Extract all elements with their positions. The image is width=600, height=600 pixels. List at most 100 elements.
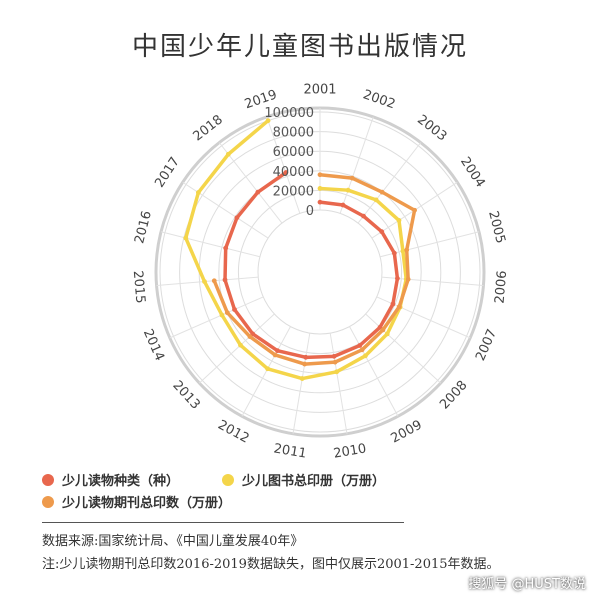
watermark: 搜狐号 @HUST数说 <box>468 577 586 592</box>
category-label: 2007 <box>473 327 500 363</box>
category-label: 2018 <box>191 112 226 144</box>
category-label: 2006 <box>493 270 511 304</box>
category-label: 2009 <box>389 418 425 447</box>
grid-spoke <box>169 296 264 339</box>
legend-swatch <box>222 473 234 486</box>
grid-ring <box>257 209 383 335</box>
series-layer <box>183 118 417 381</box>
series-line <box>223 170 400 360</box>
category-label: 2002 <box>361 87 397 112</box>
data-point <box>183 235 189 241</box>
category-label: 2015 <box>130 270 148 304</box>
category-label: 2012 <box>215 418 251 447</box>
data-point <box>303 354 309 360</box>
legend-item-book-prints[interactable]: 少儿图书总印册（万册） <box>222 470 385 489</box>
grid-spoke <box>329 333 348 434</box>
data-point <box>265 118 271 124</box>
category-label: 2011 <box>272 441 307 460</box>
data-point <box>391 250 397 256</box>
data-point <box>283 170 289 175</box>
radial-tick-label: 80000 <box>273 126 314 141</box>
legend-label: 少儿读物种类（种） <box>62 474 180 489</box>
divider <box>42 522 404 523</box>
data-point <box>247 334 253 339</box>
data-point <box>317 172 323 178</box>
grid-spoke <box>199 313 275 384</box>
data-point <box>225 151 231 157</box>
category-label: 2003 <box>414 112 449 144</box>
data-point <box>232 307 237 312</box>
radial-tick-label: 60000 <box>273 145 314 160</box>
data-point <box>195 190 201 195</box>
data-point <box>340 202 346 208</box>
grid-spoke <box>357 142 422 224</box>
legend-label: 少儿图书总印册（万册） <box>242 474 386 489</box>
data-point <box>334 369 340 375</box>
category-label: 2004 <box>457 155 488 191</box>
data-point <box>275 348 280 354</box>
source-note: 数据来源:国家统计局、《中国儿童发展40年》 <box>42 534 304 549</box>
data-point <box>405 276 411 282</box>
grid-spoke <box>241 326 291 417</box>
chart-title: 中国少年儿童图书出版情况 <box>131 32 468 62</box>
grid-spoke <box>160 231 261 258</box>
data-point <box>412 207 417 213</box>
data-point <box>299 376 305 381</box>
data-point <box>219 312 225 318</box>
legend-swatch <box>42 495 54 508</box>
data-point <box>255 189 261 195</box>
data-point <box>404 247 410 253</box>
data-point <box>317 186 323 191</box>
data-point <box>362 353 368 359</box>
data-point <box>272 352 278 358</box>
data-point <box>395 276 400 281</box>
category-label: 2017 <box>152 155 183 191</box>
legend-item-periodical-prints[interactable]: 少儿读物期刊总印数（万册） <box>42 492 231 511</box>
data-point <box>224 310 230 316</box>
data-point <box>359 347 365 353</box>
data-point <box>380 327 386 333</box>
category-label: 2014 <box>140 327 167 363</box>
data-point <box>379 189 385 195</box>
data-point <box>223 245 229 251</box>
data-point <box>202 279 207 284</box>
data-point <box>349 175 355 181</box>
data-point <box>222 277 228 283</box>
data-point <box>396 304 402 310</box>
data-point <box>384 331 390 337</box>
grid-spoke <box>349 326 399 417</box>
data-point <box>317 199 323 205</box>
grid-layer <box>154 106 486 438</box>
data-point <box>357 343 363 348</box>
category-label: 2010 <box>332 441 367 460</box>
radial-tick-label: 40000 <box>273 165 314 180</box>
grid-spoke <box>266 116 301 214</box>
radial-tick-label: 100000 <box>264 106 314 121</box>
data-point <box>332 359 338 365</box>
data-point <box>331 353 337 359</box>
legend-swatch <box>42 473 54 486</box>
data-point <box>400 248 406 254</box>
grid-spoke <box>156 276 259 287</box>
category-label: 2016 <box>132 209 155 245</box>
data-point <box>238 342 243 348</box>
radial-tick-label: 20000 <box>273 184 314 199</box>
data-point <box>390 301 396 307</box>
category-label: 2005 <box>485 209 508 245</box>
grid-spoke <box>365 313 441 384</box>
grid-spoke <box>339 116 374 214</box>
data-point <box>265 366 271 372</box>
data-point <box>361 213 366 219</box>
grid-spoke <box>182 181 269 239</box>
data-point <box>302 361 308 367</box>
legend-item-species[interactable]: 少儿读物种类（种） <box>42 470 179 489</box>
data-point <box>396 218 402 223</box>
data-point <box>234 215 240 221</box>
data-point <box>345 187 351 193</box>
data-point <box>211 278 217 284</box>
grid-spoke <box>292 333 311 434</box>
radial-tick-label: 0 <box>306 204 314 219</box>
data-note: 注:少儿读物期刊总印数2016-2019数据缺失，图中仅展示2001-2015年… <box>42 557 500 572</box>
category-label: 2001 <box>303 83 336 98</box>
